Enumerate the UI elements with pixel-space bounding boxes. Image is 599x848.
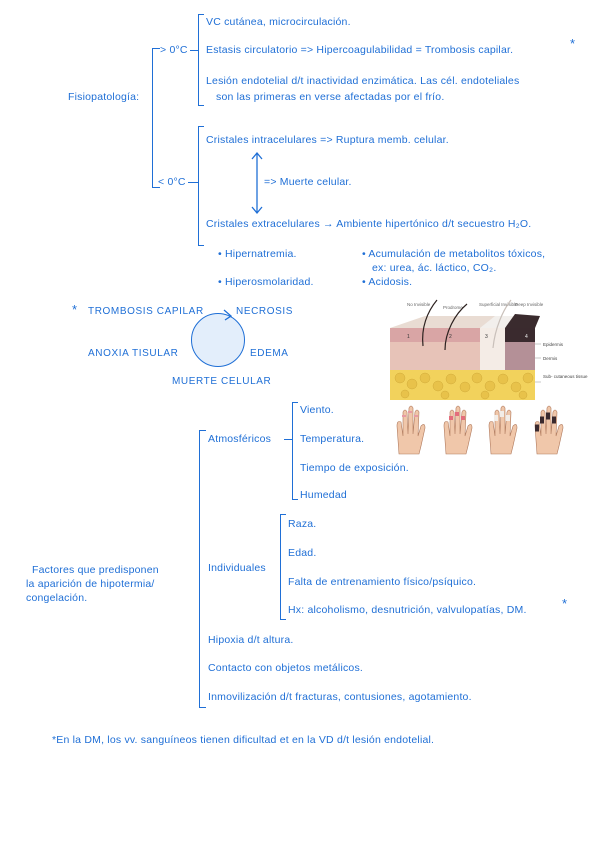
- gt0-item-1: VC cutánea, microcirculación.: [206, 16, 351, 28]
- atmosfericos-temperatura: Temperatura.: [300, 433, 365, 445]
- factores-label-2: la aparición de hipotermia/: [26, 578, 155, 590]
- degree-3-number: 3: [485, 334, 488, 340]
- individuales-edad: Edad.: [288, 547, 317, 559]
- gt0-item-3a: Lesión endotelial d/t inactividad enzimá…: [206, 75, 520, 87]
- gt0-connector: [190, 50, 198, 51]
- cycle-trombosis: TROMBOSIS CAPILAR: [88, 306, 204, 317]
- lt0-bracket: [198, 126, 204, 246]
- gt0-item-3b: son las primeras en verse afectadas por …: [216, 91, 445, 103]
- individuales-raza: Raza.: [288, 518, 317, 530]
- degree-2-number: 2: [449, 334, 452, 340]
- frostbite-skin-figure: No Invisible Prodrome Superficial Invisi…: [390, 299, 588, 455]
- individuales-hx: Hx: alcoholismo, desnutrición, valvulopa…: [288, 604, 527, 616]
- cycle-anoxia: ANOXIA TISULAR: [88, 348, 179, 359]
- fisiopatologia-bracket: [152, 48, 160, 188]
- cycle-star: *: [72, 302, 78, 317]
- bullet-acidosis: • Acidosis.: [362, 276, 413, 288]
- cycle-necrosis: NECROSIS: [236, 306, 294, 317]
- cycle-arrow-icon: [223, 309, 233, 321]
- degree-2-heading: Prodrome: [443, 305, 463, 310]
- degree-1-heading: No Invisible: [407, 302, 431, 307]
- factores-label-1: Factores que predisponen: [32, 564, 159, 576]
- atmosfericos-connector: [284, 439, 292, 440]
- footnote: *En la DM, los vv. sanguíneos tienen dif…: [52, 734, 435, 746]
- cycle-edema: EDEMA: [250, 348, 289, 359]
- layer-dermis: Dermis: [543, 356, 558, 361]
- individuales-star: *: [562, 596, 568, 611]
- atmosfericos-tiempo: Tiempo de exposición.: [300, 462, 409, 474]
- cristales-extra: Cristales extracelulares → Ambiente hipe…: [206, 218, 532, 230]
- degree-3-heading: Superficial Invisible: [479, 302, 518, 307]
- gt0-item-2: Estasis circulatorio => Hipercoagulabili…: [206, 44, 514, 56]
- hands-illustration: [396, 405, 564, 455]
- layer-subcutaneous: Sub- cutaneous tissue: [543, 374, 588, 379]
- factores-label-3: congelación.: [26, 592, 88, 604]
- gt0-label: > 0°C: [160, 44, 188, 56]
- cristales-intra: Cristales intracelulares => Ruptura memb…: [206, 134, 449, 146]
- bullet-hipernatremia: • Hipernatremia.: [218, 248, 297, 260]
- factor-hipoxia: Hipoxia d/t altura.: [208, 634, 294, 646]
- double-arrow-icon: [251, 151, 263, 215]
- individuales-entrenamiento: Falta de entrenamiento físico/psíquico.: [288, 576, 477, 588]
- cycle-muerte: MUERTE CELULAR: [172, 376, 272, 387]
- gt0-star: *: [570, 36, 576, 51]
- bullet-metabolitos-ex: ex: urea, ác. láctico, CO₂.: [372, 262, 497, 274]
- muerte-celular-arrow: => Muerte celular.: [264, 176, 352, 188]
- factor-inmovilizacion: Inmovilización d/t fracturas, contusione…: [208, 691, 472, 703]
- degree-4-number: 4: [525, 334, 528, 340]
- bullet-metabolitos: • Acumulación de metabolitos tóxicos,: [362, 248, 546, 260]
- factor-metalicos: Contacto con objetos metálicos.: [208, 662, 364, 674]
- atmosfericos-viento: Viento.: [300, 404, 334, 416]
- factores-bracket: [199, 430, 206, 708]
- lt0-label: < 0°C: [158, 176, 186, 188]
- degree-1-number: 1: [407, 334, 410, 340]
- lt0-connector: [188, 182, 198, 183]
- atmosfericos-bracket: [292, 402, 298, 500]
- degree-4-heading: Deep Invisible: [515, 302, 544, 307]
- layer-epidermis: Epidermis: [543, 342, 564, 347]
- fisiopatologia-label: Fisiopatología:: [68, 91, 140, 103]
- gt0-bracket: [198, 14, 204, 106]
- individuales-label: Individuales: [208, 562, 266, 574]
- individuales-bracket: [280, 514, 286, 620]
- bullet-hiperosmolaridad: • Hiperosmolaridad.: [218, 276, 314, 288]
- cycle-circle: [191, 313, 245, 367]
- atmosfericos-label: Atmosféricos: [208, 433, 272, 445]
- atmosfericos-humedad: Humedad: [300, 489, 347, 501]
